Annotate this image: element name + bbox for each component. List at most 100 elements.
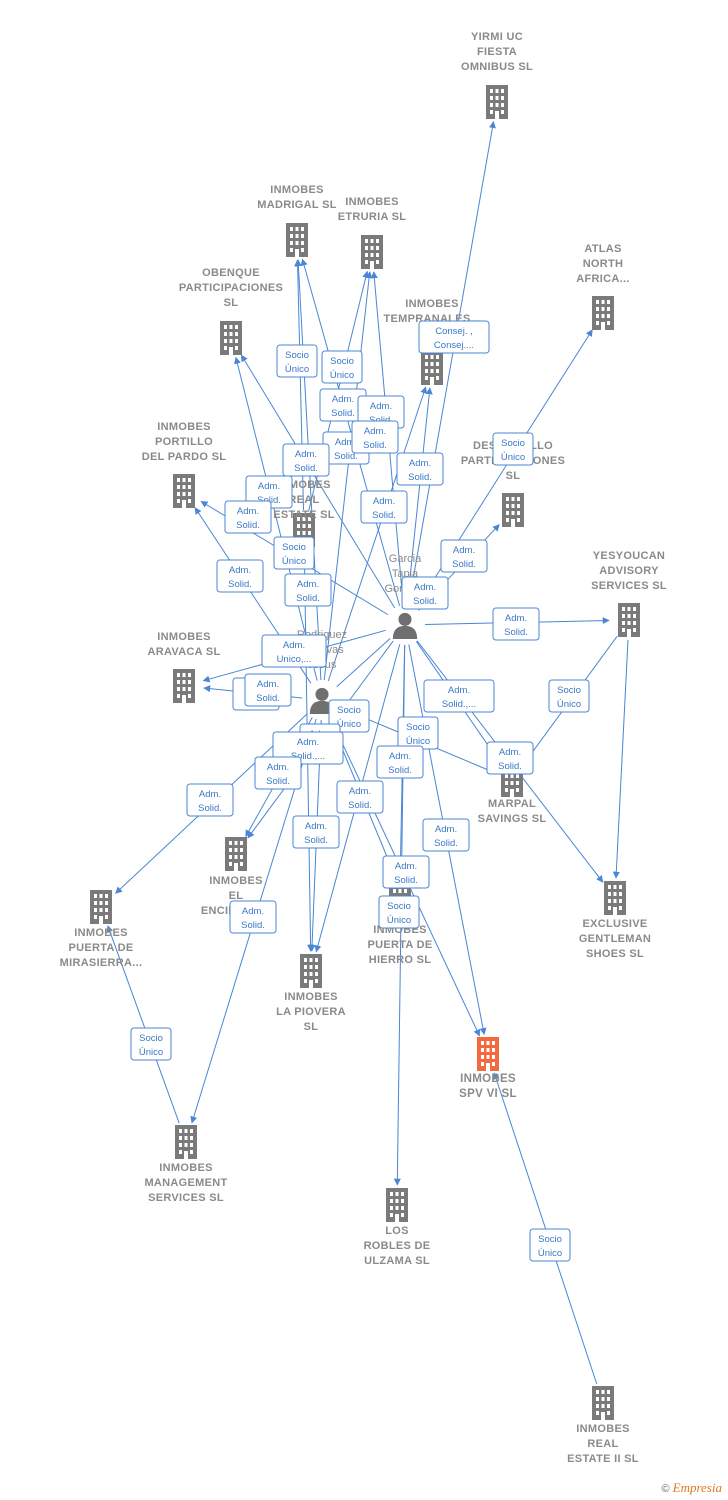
node-label-line: SPV VI SL xyxy=(459,1088,517,1100)
edge-rodriguez-etruria xyxy=(323,271,373,681)
edge-label-l4[interactable]: Adm.Solid. xyxy=(319,388,367,422)
edge-label-box xyxy=(321,350,363,384)
edge-label-l32[interactable]: Adm.Solid. xyxy=(336,780,384,814)
edge-label-l10[interactable]: Adm.Solid. xyxy=(396,452,444,486)
edge-label-text: Adm. xyxy=(229,565,251,576)
edge-label-l30[interactable]: Adm.Solid. xyxy=(376,745,424,779)
edge-garcia-yirmi xyxy=(407,121,496,606)
edge-label-text: Adm. xyxy=(237,506,259,517)
building-icon xyxy=(421,351,443,385)
edge-label-l33[interactable]: Adm.Solid. xyxy=(186,783,234,817)
copyright-symbol: © xyxy=(661,1483,670,1495)
building-icon xyxy=(90,890,112,924)
building-icon xyxy=(173,474,195,508)
edge-label-l29[interactable]: Adm.Solid.,... xyxy=(272,731,344,765)
node-label-line: SL xyxy=(304,1021,319,1033)
edge-label-l9[interactable]: Adm.Solid. xyxy=(282,443,330,477)
node-label-line: SERVICES SL xyxy=(148,1192,224,1204)
edge-label-l24[interactable]: Adm.Solid.,... xyxy=(423,679,495,713)
edge-label-text: Adm. xyxy=(297,737,319,748)
node-label-line: INMOBES xyxy=(405,298,458,310)
node-etruria[interactable]: INMOBES ETRURIA SL xyxy=(338,196,407,269)
edge-label-box xyxy=(492,607,540,641)
node-atlas[interactable]: ATLASNORTHAFRICA... xyxy=(576,243,629,330)
edge-label-l35[interactable]: Adm.Solid. xyxy=(292,815,340,849)
edge-label-l19[interactable]: Adm.Solid. xyxy=(492,607,540,641)
node-label-line: MARPAL xyxy=(488,798,536,810)
node-label-line: EXCLUSIVE xyxy=(582,918,647,930)
edge-label-box xyxy=(382,855,430,889)
edge-label-text: Solid. xyxy=(236,520,260,531)
node-label-line: ETRURIA SL xyxy=(338,211,407,223)
edge-label-box xyxy=(529,1228,571,1262)
edge-label-l1[interactable]: Consej. ,Consej.... xyxy=(418,320,490,354)
edge-label-text: Socio xyxy=(337,705,361,716)
edge-label-text: Único xyxy=(387,915,411,926)
edge-label-l17[interactable]: Adm.Solid. xyxy=(401,576,449,610)
node-label-line: SL xyxy=(506,470,521,482)
edge-label-text: Adm. xyxy=(389,751,411,762)
edge-label-l37[interactable]: Adm.Solid. xyxy=(229,900,277,934)
building-icon xyxy=(225,837,247,871)
edge-label-text: Adm. xyxy=(257,679,279,690)
building-icon xyxy=(286,223,308,257)
edge-label-l22[interactable]: Adm.Solid. xyxy=(244,673,292,707)
edge-label-l16[interactable]: Adm.Solid. xyxy=(216,559,264,593)
edge-label-l8[interactable]: Adm.Solid. xyxy=(351,420,399,454)
edge-label-text: Adm. xyxy=(453,545,475,556)
edge-label-text: Adm. xyxy=(414,582,436,593)
edge-label-l15[interactable]: Adm.Solid. xyxy=(440,539,488,573)
edge-label-box xyxy=(261,634,327,668)
edge-label-text: Adm. xyxy=(505,613,527,624)
edge-label-text: Socio xyxy=(282,542,306,553)
footer-credit: © Empresia xyxy=(661,1480,722,1496)
edge-label-l18[interactable]: Adm.Solid. xyxy=(284,573,332,607)
building-icon xyxy=(592,296,614,330)
edge-label-l34[interactable]: Adm.Solid. xyxy=(422,818,470,852)
node-label-line: INMOBES xyxy=(284,991,337,1003)
edge-label-text: Adm. xyxy=(305,821,327,832)
building-icon xyxy=(220,321,242,355)
edge-label-l20[interactable]: Adm.Unico,... xyxy=(261,634,327,668)
node-label-line: ADVISORY xyxy=(599,565,659,577)
node-label-line: REAL xyxy=(587,1438,618,1450)
person-icon xyxy=(392,612,418,639)
edge-label-l31[interactable]: Adm.Solid. xyxy=(254,756,302,790)
edge-label-box xyxy=(336,780,384,814)
brand-logo[interactable]: Empresia xyxy=(672,1480,722,1495)
edge-label-l12[interactable]: Adm.Solid. xyxy=(360,490,408,524)
node-label-line: YESYOUCAN xyxy=(593,550,665,562)
edge-label-l13[interactable]: Adm. Solid. xyxy=(224,500,272,534)
node-label-line: PARTICIPACIONES xyxy=(179,282,283,294)
edge-label-l36[interactable]: Adm.Solid. xyxy=(382,855,430,889)
node-label-line: INMOBES xyxy=(345,196,398,208)
edge-label-box xyxy=(284,573,332,607)
edge-label-l28[interactable]: Adm.Solid. xyxy=(486,741,534,775)
edge-label-text: Adm. xyxy=(297,579,319,590)
building-icon xyxy=(618,603,640,637)
edge-label-text: Único xyxy=(285,364,309,375)
